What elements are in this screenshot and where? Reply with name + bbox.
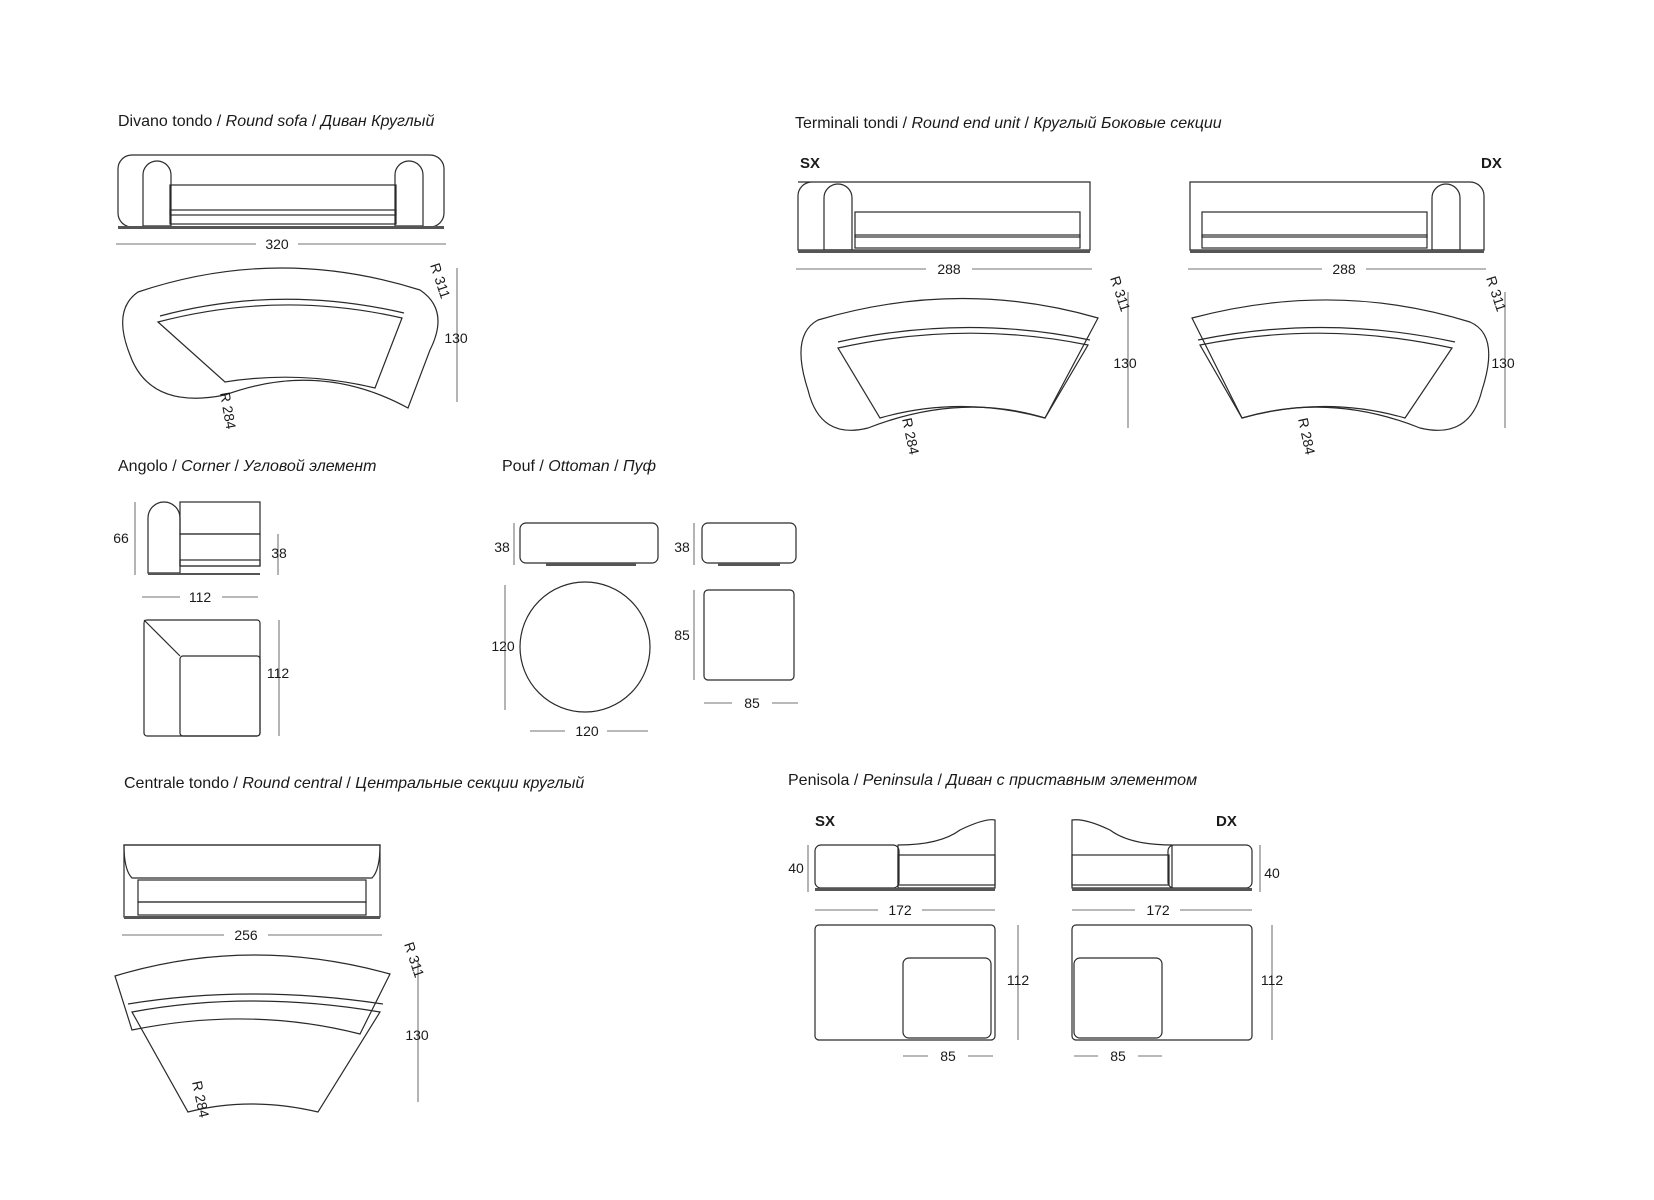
title-round-end-unit: Terminali tondi / Round end unit / Кругл… [795, 115, 1222, 132]
round-sofa-width-label: 320 [265, 236, 289, 252]
round-sofa-width-dim: 320 [116, 236, 446, 252]
end-unit-sx-outer-radius: R 311 [1107, 274, 1134, 314]
end-unit-dx-front-view [1189, 181, 1485, 253]
round-sofa-outer-radius: R 311 [427, 261, 454, 301]
peninsula-dx-front-view: 40 172 [1071, 819, 1280, 918]
peninsula-sx-front-view: 40 172 [788, 819, 996, 918]
peninsula-dx-width-label: 172 [1146, 902, 1170, 918]
ottoman-round-diameter-v: 120 [491, 638, 515, 654]
round-central-outer-radius: R 311 [401, 940, 428, 980]
peninsula-sx-tag: SX [815, 813, 835, 830]
corner-height-label: 66 [113, 530, 129, 546]
title-peninsula: Penisola / Peninsula / Диван с приставны… [788, 772, 1198, 789]
peninsula-sx-module-label: 85 [940, 1048, 956, 1064]
end-unit-sx-depth-label: 130 [1113, 355, 1137, 371]
end-unit-dx-depth-label: 130 [1491, 355, 1515, 371]
round-central-width-dim: 256 [122, 927, 382, 943]
corner-front-dims: 66 38 112 [113, 502, 287, 605]
round-central-dims: 130 R 311 R 284 [189, 940, 429, 1119]
peninsula-sx-plan-view: 112 85 [814, 924, 1030, 1064]
end-unit-sx-front-view [797, 181, 1091, 253]
peninsula-dx-module-label: 85 [1110, 1048, 1126, 1064]
title-round-sofa: Divano tondo / Round sofa / Диван Круглы… [118, 113, 435, 130]
corner-depth-label: 112 [267, 665, 290, 681]
peninsula-sx-width-label: 172 [888, 902, 912, 918]
end-unit-dx-width-dim: 288 [1188, 261, 1486, 277]
round-central-plan-view [114, 954, 391, 1113]
peninsula-dx-height-label: 40 [1264, 865, 1280, 881]
round-central-front-view [123, 844, 381, 919]
end-unit-dx-inner-radius: R 284 [1295, 416, 1318, 456]
peninsula-sx-depth-label: 112 [1007, 972, 1030, 988]
end-unit-sx-width-dim: 288 [796, 261, 1092, 277]
end-unit-sx-width-label: 288 [937, 261, 961, 277]
ottoman-square-side-h: 85 [744, 695, 760, 711]
ottoman-square-height-label: 38 [674, 539, 690, 555]
peninsula-dx-plan-view: 112 85 [1071, 924, 1284, 1064]
ottoman-round-plan-view: 120 120 [491, 581, 651, 739]
end-unit-dx-dims: 130 R 311 R 284 [1295, 274, 1515, 456]
round-sofa-depth-dim: 130 R 311 R 284 [217, 261, 468, 431]
end-unit-dx-plan-view [1191, 299, 1490, 431]
corner-front-view [147, 501, 261, 575]
end-unit-sx-tag: SX [800, 155, 820, 172]
end-unit-sx-plan-view [800, 297, 1099, 431]
end-unit-sx-inner-radius: R 284 [899, 416, 922, 456]
round-central-depth-label: 130 [405, 1027, 429, 1043]
round-central-inner-radius: R 284 [189, 1079, 212, 1119]
corner-plan-dims: 112 [267, 620, 290, 736]
round-sofa-front-view [117, 154, 445, 229]
round-sofa-inner-radius: R 284 [217, 391, 239, 431]
corner-plan-view [143, 619, 261, 737]
peninsula-dx-depth-label: 112 [1261, 972, 1284, 988]
round-central-width-label: 256 [234, 927, 258, 943]
round-sofa-depth-label: 130 [444, 330, 468, 346]
end-unit-dx-width-label: 288 [1332, 261, 1356, 277]
end-unit-dx-tag: DX [1481, 155, 1502, 172]
corner-seat-height-label: 38 [271, 545, 287, 561]
title-ottoman: Pouf / Ottoman / Пуф [502, 458, 656, 475]
ottoman-square-side-view: 38 [674, 522, 797, 566]
peninsula-sx-height-label: 40 [788, 860, 804, 876]
round-sofa-plan-view [122, 267, 439, 409]
title-corner: Angolo / Corner / Угловой элемент [118, 458, 377, 475]
end-unit-dx-outer-radius: R 311 [1483, 274, 1510, 314]
ottoman-round-height-label: 38 [494, 539, 510, 555]
corner-width-label: 112 [189, 589, 212, 605]
peninsula-dx-tag: DX [1216, 813, 1237, 830]
ottoman-round-diameter-h: 120 [575, 723, 599, 739]
title-round-central: Centrale tondo / Round central / Централ… [124, 775, 585, 792]
ottoman-round-side-view: 38 [494, 522, 659, 566]
ottoman-square-side-v: 85 [674, 627, 690, 643]
ottoman-square-plan-view: 85 85 [674, 589, 798, 711]
